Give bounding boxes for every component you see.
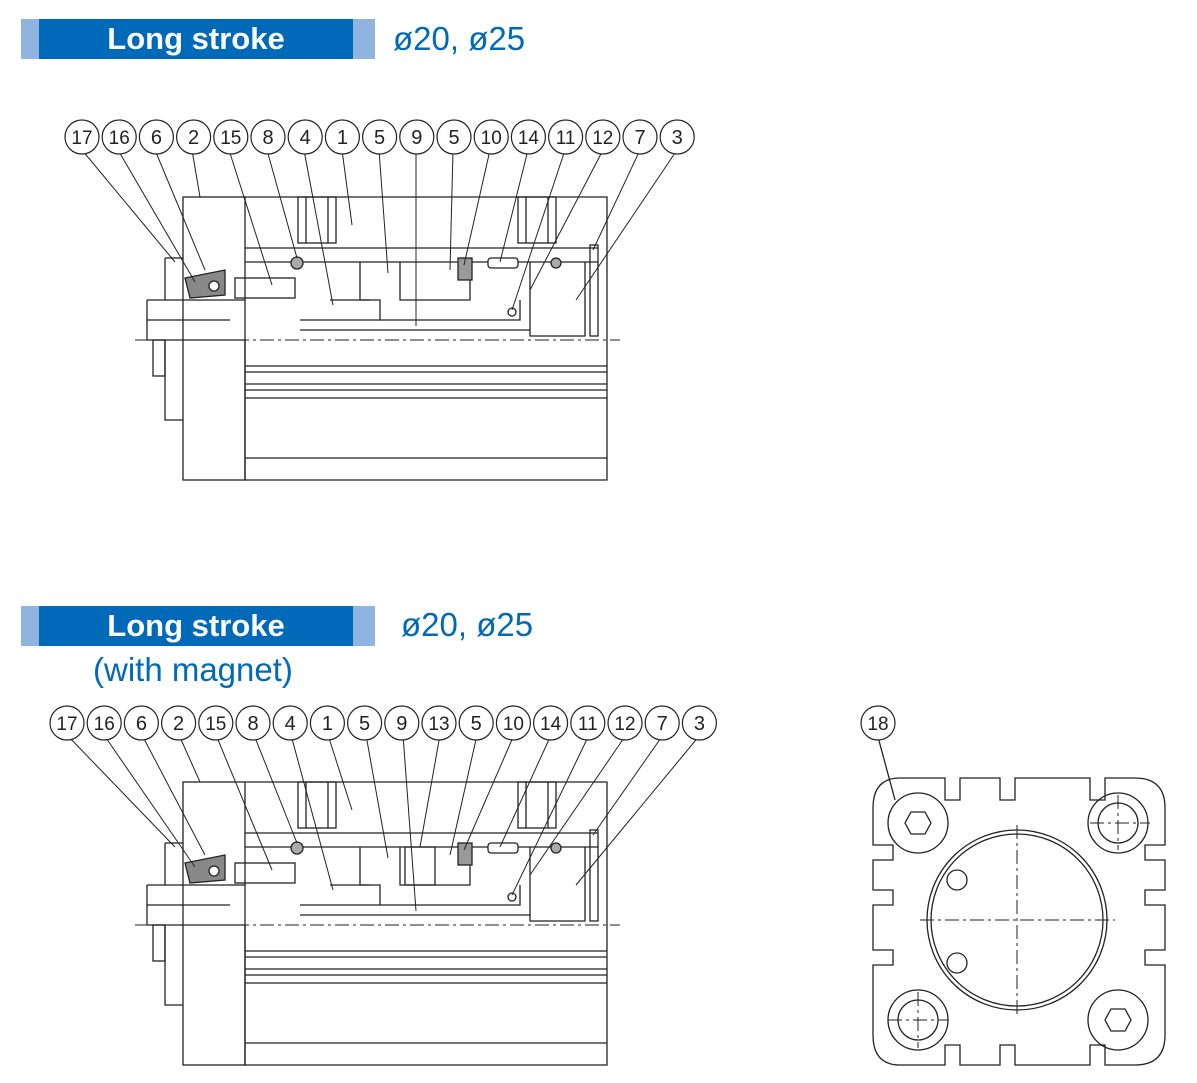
balloon-circle (309, 705, 345, 741)
balloon-circle (287, 119, 323, 155)
balloon-circle (86, 705, 122, 741)
balloon-circle (138, 119, 174, 155)
balloon-label: 17 (56, 714, 77, 735)
balloon-circle (49, 705, 85, 741)
balloon-circle (198, 705, 234, 741)
banner-tail (353, 606, 375, 646)
balloon-label: 14 (540, 714, 562, 735)
balloon-circle (860, 705, 896, 741)
balloon-circle (347, 705, 383, 741)
section2-subtitle: (with magnet) (93, 651, 293, 688)
balloon-circle (123, 705, 159, 741)
balloon-circle (436, 119, 472, 155)
balloon-label: 2 (173, 713, 184, 735)
balloon-circle (250, 119, 286, 155)
balloon-label: 15 (205, 714, 226, 735)
end-view (872, 736, 1166, 1066)
balloon-circle (235, 705, 271, 741)
banner-tail (353, 19, 375, 59)
section1-size: ø20, ø25 (393, 20, 526, 57)
balloon-circle (272, 705, 308, 741)
balloon-circle (101, 119, 137, 155)
balloon-circle (547, 119, 584, 155)
balloon-label: 1 (337, 127, 348, 149)
balloon-label: 5 (359, 713, 370, 735)
balloon-label: 15 (220, 128, 241, 149)
banner-accent (21, 19, 39, 59)
balloon-label: 18 (867, 714, 888, 735)
cylinder-section-view-1 (81, 149, 678, 481)
balloon-label: 11 (556, 128, 576, 149)
balloon-circle (421, 705, 457, 741)
section2-title: Long stroke (39, 606, 353, 646)
balloon-label: 3 (672, 127, 683, 149)
balloon-label: 8 (262, 127, 273, 149)
balloon-label: 11 (578, 714, 598, 735)
balloon-circle (681, 705, 718, 741)
section2-size: ø20, ø25 (401, 606, 534, 643)
balloon-circle (659, 119, 695, 155)
balloon-circle (458, 705, 494, 741)
balloon-label: 16 (94, 714, 115, 735)
balloon-label: 7 (634, 127, 645, 149)
balloon-label: 1 (322, 713, 333, 735)
balloon-label: 13 (428, 714, 449, 735)
balloon-circle (64, 119, 100, 155)
balloon-label: 14 (518, 128, 540, 149)
balloon-label: 3 (694, 713, 705, 735)
balloon-circle (473, 119, 509, 155)
balloon-circle (213, 119, 249, 155)
balloon-label: 6 (151, 127, 162, 149)
balloon-label: 12 (592, 128, 613, 149)
balloon-circle (324, 119, 360, 155)
balloon-circle (384, 705, 420, 741)
balloon-circle (570, 705, 606, 741)
balloon-circle (622, 119, 658, 155)
balloon-label: 17 (71, 128, 92, 149)
balloon-circle (176, 119, 212, 155)
balloon-label: 5 (374, 127, 385, 149)
endview-balloons: 18 (860, 705, 896, 741)
balloon-label: 9 (411, 127, 422, 149)
balloon-label: 10 (503, 714, 524, 735)
balloon-circle (585, 119, 621, 155)
balloon-label: 4 (300, 127, 311, 149)
balloon-label: 10 (481, 128, 502, 149)
balloon-circle (495, 705, 532, 741)
balloon-circle (161, 705, 197, 741)
balloon-label: 2 (188, 127, 199, 149)
balloon-label: 7 (657, 713, 668, 735)
balloon-circle (362, 119, 398, 155)
balloon-circle (399, 119, 435, 155)
balloon-circle (532, 705, 569, 741)
balloon-label: 6 (136, 713, 147, 735)
balloon-circle (644, 705, 680, 741)
section1-title: Long stroke (39, 19, 353, 59)
balloon-label: 16 (109, 128, 130, 149)
balloon-label: 4 (285, 713, 296, 735)
balloon-label: 12 (614, 714, 635, 735)
balloon-label: 9 (396, 713, 407, 735)
balloon-circle (510, 119, 547, 155)
balloon-label: 8 (247, 713, 258, 735)
banner-accent (21, 606, 39, 646)
balloon-label: 5 (471, 713, 482, 735)
balloon-label: 5 (448, 127, 459, 149)
cylinder-section-view-2 (66, 734, 701, 1066)
balloon-circle (607, 705, 643, 741)
